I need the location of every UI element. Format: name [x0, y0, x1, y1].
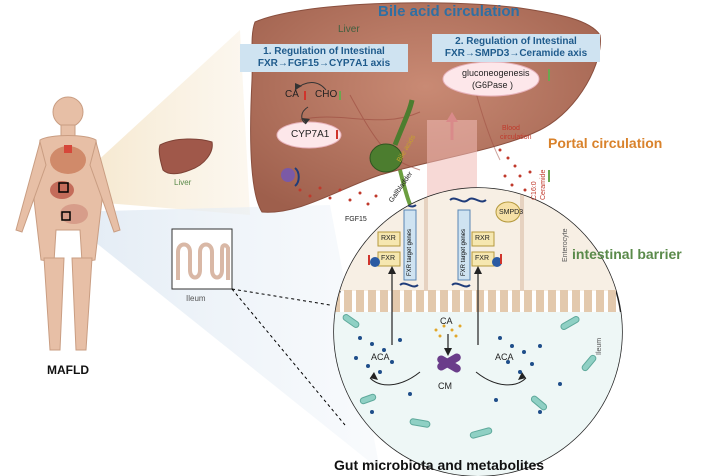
- bacteria: [342, 314, 597, 439]
- cyp7a1-bubble: [276, 121, 342, 149]
- smpd3-label: SMPD3: [499, 209, 524, 216]
- fxr-target-genes-right: FXR target genes: [461, 228, 467, 276]
- fxr-target-genes-left: FXR target genes: [407, 228, 413, 276]
- fxr-target-genes-panel-left: [403, 209, 417, 281]
- ileum-zoom-cone: [68, 205, 380, 470]
- aca-left-label: ACA: [371, 352, 390, 362]
- ca-center-label: CA: [440, 316, 453, 326]
- liver-label: Liver: [338, 24, 360, 35]
- ileum-small-label: Ileum: [186, 294, 206, 303]
- blood-circulation-line1: Blood: [502, 125, 520, 132]
- gluconeogenesis-label: gluconeogenesis: [462, 68, 530, 78]
- axis1-line1: 1. Regulation of Intestinal: [263, 46, 385, 57]
- axis2-line1: 2. Regulation of Intestinal: [455, 36, 577, 47]
- axis1-line2: FXR→FGF15→CYP7A1 axis: [257, 58, 391, 69]
- g6pase-label: (G6Pase ): [472, 80, 514, 90]
- aca-dots: [354, 336, 562, 414]
- fxr-target-genes-panel-right: [457, 209, 471, 281]
- rxr-right-label: RXR: [475, 235, 490, 242]
- axis2-line2: FXR→SMPD3→Ceramide axis: [444, 48, 588, 59]
- cyp7a1-label: CYP7A1: [291, 129, 330, 140]
- axis2-box: 2. Regulation of Intestinal FXR→SMPD3→Ce…: [432, 34, 600, 62]
- aca-right-label: ACA: [495, 352, 514, 362]
- liver-icon: [158, 138, 213, 175]
- rxr-left-label: RXR: [381, 235, 396, 242]
- gallbladder: [369, 143, 403, 173]
- portal-circulation-label: Portal circulation: [548, 135, 663, 151]
- microbe-cm: [437, 353, 461, 373]
- intestinal-barrier-label: intestinal barrier: [572, 246, 682, 262]
- title: Bile acid circulation: [378, 3, 520, 20]
- blood-circulation-line2: circulation: [500, 134, 532, 141]
- cm-label: CM: [438, 381, 452, 391]
- fxr-right-label: FXR: [475, 255, 489, 262]
- fxr-left-label: FXR: [381, 255, 395, 262]
- ileum-marker: [61, 211, 71, 221]
- ca-label: CA: [285, 89, 299, 100]
- liver-zoom-cone: [68, 30, 250, 215]
- enterocyte-label: Enterocyte: [562, 228, 569, 262]
- ca-dots: [434, 324, 462, 338]
- axis1-box: 1. Regulation of Intestinal FXR→FGF15→CY…: [240, 44, 408, 72]
- liver-marker: [58, 182, 69, 193]
- gluconeogenesis-bubble: [442, 61, 540, 97]
- ileum-lumen-label: Ileum: [596, 337, 603, 355]
- fgf15-label: FGF15: [345, 216, 367, 223]
- cho-label: CHO: [315, 89, 338, 100]
- gut-title: Gut microbiota and metabolites: [334, 457, 545, 473]
- liver-small-label: Liver: [174, 178, 192, 187]
- mafld-label: MAFLD: [47, 363, 89, 377]
- smpd3-protein: [495, 201, 521, 223]
- ceramide-label: Ceramide: [540, 169, 547, 200]
- human-body: [15, 96, 121, 351]
- c160-label: C16:0: [531, 181, 538, 200]
